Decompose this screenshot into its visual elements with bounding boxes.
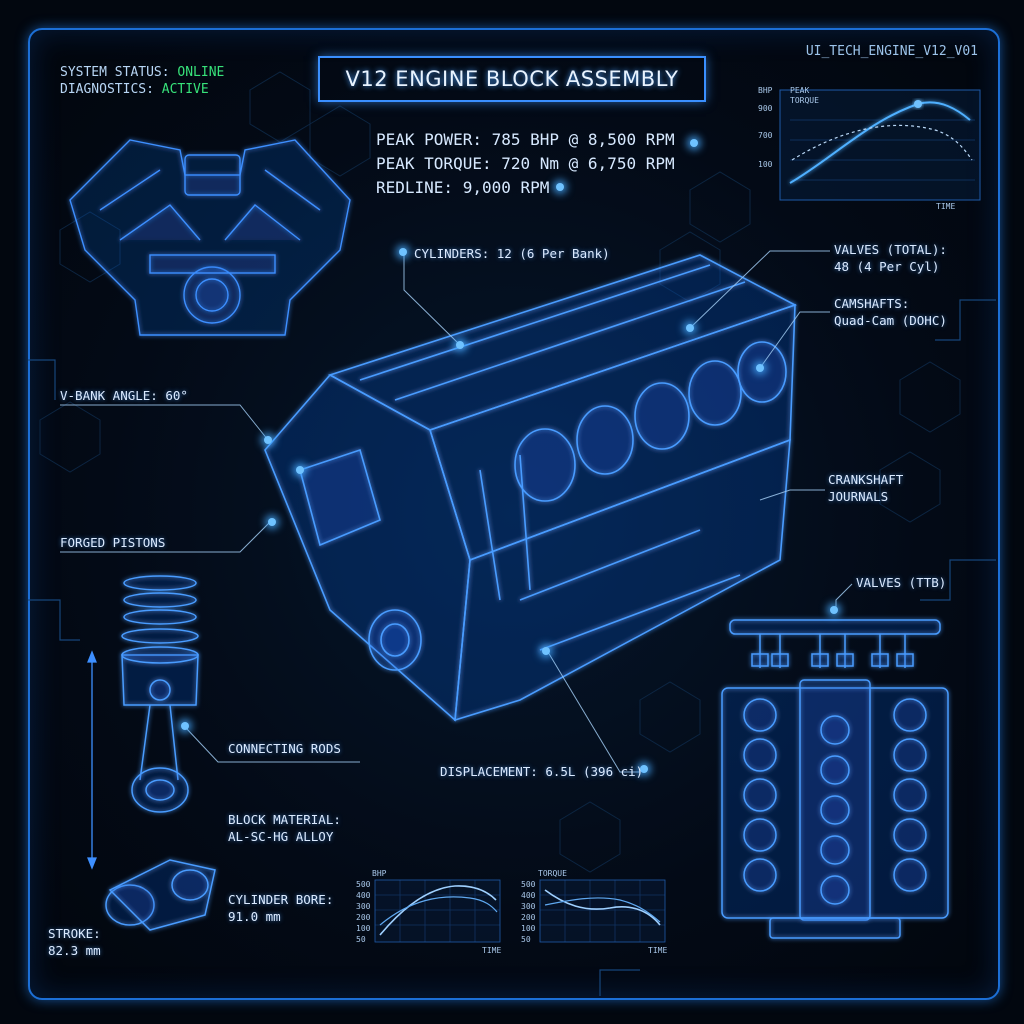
circuit-traces	[28, 299, 996, 996]
ui-identifier: UI_TECH_ENGINE_V12_V01	[805, 44, 978, 59]
page-title-box: V12 ENGINE BLOCK ASSEMBLY	[318, 56, 706, 102]
callout-stroke-title: STROKE:	[48, 926, 101, 941]
spec-redline: REDLINE: 9,000 RPM	[376, 178, 550, 197]
top-chart-y-tick: 100	[758, 160, 773, 169]
bottom-chart-torque-y-tick: 100	[521, 924, 536, 933]
bottom-chart-bhp-y-tick: 50	[356, 935, 366, 944]
callout-dot-displacement-end	[640, 765, 648, 773]
bottom-chart-torque-frame	[539, 879, 666, 943]
spec-peak-power: PEAK POWER: 785 BHP @ 8,500 RPM	[376, 130, 675, 149]
top-chart-x-label: TIME	[936, 202, 956, 211]
callout-valves-ttb: VALVES (TTB)	[856, 575, 947, 590]
bottom-chart-torque-y-tick: 50	[521, 935, 531, 944]
callout-crankshaft-value: JOURNALS	[828, 489, 889, 504]
spec-dot-redline	[556, 183, 564, 191]
bottom-chart-bhp-title: BHP	[372, 869, 387, 878]
callout-crankshaft-title: CRANKSHAFT	[828, 472, 904, 487]
callout-camshafts-value: Quad-Cam (DOHC)	[834, 313, 947, 328]
callout-dot-displacement	[542, 647, 550, 655]
callout-forged-pistons: FORGED PISTONS	[60, 535, 166, 550]
valvetrain-view	[721, 619, 949, 939]
page-title: V12 ENGINE BLOCK ASSEMBLY	[345, 67, 679, 91]
bottom-chart-bhp-y-tick: 400	[356, 891, 371, 900]
top-chart-frame	[779, 89, 981, 201]
callout-dot-camshafts	[756, 364, 764, 372]
callout-block-material-title: BLOCK MATERIAL:	[228, 812, 341, 827]
callout-v-bank-angle: V-BANK ANGLE: 60°	[60, 388, 188, 403]
top-chart-series-label-1: PEAK	[790, 86, 810, 95]
top-chart-y-unit: BHP	[758, 86, 773, 95]
spec-peak-torque: PEAK TORQUE: 720 Nm @ 6,750 RPM	[376, 154, 675, 173]
piston-assembly	[105, 575, 216, 931]
main-engine-block	[264, 254, 798, 722]
callout-stroke-value: 82.3 mm	[48, 943, 101, 958]
callout-connecting-rods: CONNECTING RODS	[228, 741, 341, 756]
spec-dot-power	[690, 139, 698, 147]
callout-displacement: DISPLACEMENT: 6.5L (396 ci)	[440, 764, 644, 779]
bottom-chart-torque-y-tick: 400	[521, 891, 536, 900]
callout-dot-pistons	[268, 518, 276, 526]
top-chart-power-curve	[789, 101, 971, 184]
callout-dot-valves	[686, 324, 694, 332]
top-chart-torque-curve	[791, 124, 973, 161]
leader-lines	[60, 250, 853, 773]
callout-camshafts-title: CAMSHAFTS:	[834, 296, 910, 311]
bottom-chart-bhp-x-label: TIME	[482, 946, 502, 955]
callout-cylinder-bore-title: CYLINDER BORE:	[228, 892, 334, 907]
hex-pattern	[39, 71, 961, 873]
bottom-chart-bhp-y-tick: 100	[356, 924, 371, 933]
stroke-dimension-arrow	[87, 650, 97, 870]
top-chart-peak-marker	[914, 100, 922, 108]
system-status: SYSTEM STATUS: ONLINE DIAGNOSTICS: ACTIV…	[60, 65, 225, 97]
bottom-chart-torque-curve-1	[544, 889, 661, 926]
callout-block-material-value: AL-SC-HG ALLOY	[228, 829, 334, 844]
bottom-chart-torque-x-label: TIME	[648, 946, 668, 955]
callout-valves-total-title: VALVES (TOTAL):	[834, 242, 947, 257]
callout-dot-vbank-2	[296, 466, 304, 474]
callout-valves-total-value: 48 (4 Per Cyl)	[834, 259, 940, 274]
bottom-chart-torque-curve-2	[544, 897, 661, 923]
callout-dot-rods	[181, 722, 189, 730]
bottom-chart-torque-y-tick: 500	[521, 880, 536, 889]
bottom-chart-bhp-curve-2	[379, 896, 498, 926]
system-status-value: ONLINE	[177, 65, 225, 80]
callout-cylinder-bore-value: 91.0 mm	[228, 909, 281, 924]
top-chart-y-tick: 700	[758, 131, 773, 140]
bottom-chart-torque-y-tick: 300	[521, 902, 536, 911]
bottom-chart-torque-y-tick: 200	[521, 913, 536, 922]
bottom-chart-torque-title: TORQUE	[538, 869, 567, 878]
top-chart-y-tick: 900	[758, 104, 773, 113]
callout-dot-cylinders	[399, 248, 407, 256]
bottom-chart-bhp-y-tick: 200	[356, 913, 371, 922]
diagnostics-status-value: ACTIVE	[161, 82, 209, 97]
bottom-chart-bhp-y-tick: 300	[356, 902, 371, 911]
callout-dot-cylinders-block	[456, 341, 464, 349]
front-view-block	[69, 139, 351, 336]
callout-dot-valves-ttb	[830, 606, 838, 614]
callout-dot-vbank	[264, 436, 272, 444]
bottom-chart-bhp-y-tick: 500	[356, 880, 371, 889]
bottom-chart-bhp-curve-1	[379, 885, 497, 936]
callout-cylinders: CYLINDERS: 12 (6 Per Bank)	[414, 246, 610, 261]
top-chart-series-label-2: TORQUE	[790, 96, 819, 105]
